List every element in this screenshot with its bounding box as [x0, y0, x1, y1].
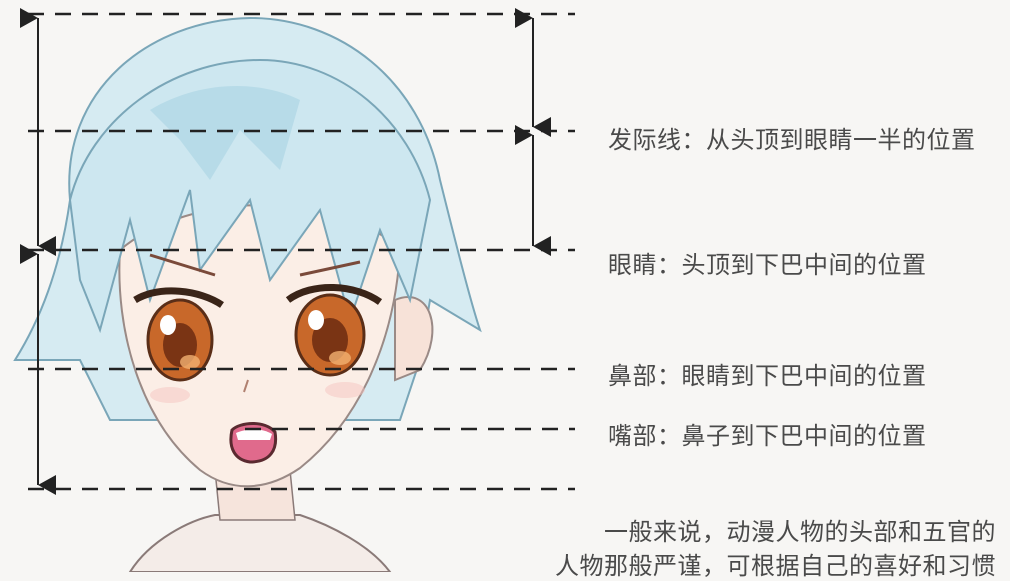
label-mouth: 嘴部：鼻子到下巴中间的位置: [608, 422, 927, 450]
hair-bangs: [68, 58, 432, 334]
left-eye: [133, 287, 224, 382]
hair-shade: [150, 86, 300, 180]
blush-left: [150, 387, 190, 403]
anime-character: [13, 16, 482, 572]
blush-right: [325, 382, 365, 398]
shirt: [128, 514, 392, 572]
note-line-2: 人物那般严谨，可根据自己的喜好和习惯: [555, 552, 996, 580]
note-line-1: 一般来说，动漫人物的头部和五官的: [604, 518, 996, 546]
label-eyes: 眼睛：头顶到下巴中间的位置: [608, 251, 927, 279]
guide-lines: [28, 12, 575, 491]
mouth: [229, 422, 278, 464]
nose: [243, 379, 249, 393]
label-hairline: 发际线：从头顶到眼睛一半的位置: [608, 126, 976, 154]
measure-arrows: [20, 8, 551, 495]
ear: [394, 296, 434, 382]
right-eye: [285, 283, 383, 377]
label-nose: 鼻部：眼睛到下巴中间的位置: [608, 362, 927, 390]
left-eyebrow: [149, 253, 216, 277]
right-eyebrow: [299, 260, 361, 277]
